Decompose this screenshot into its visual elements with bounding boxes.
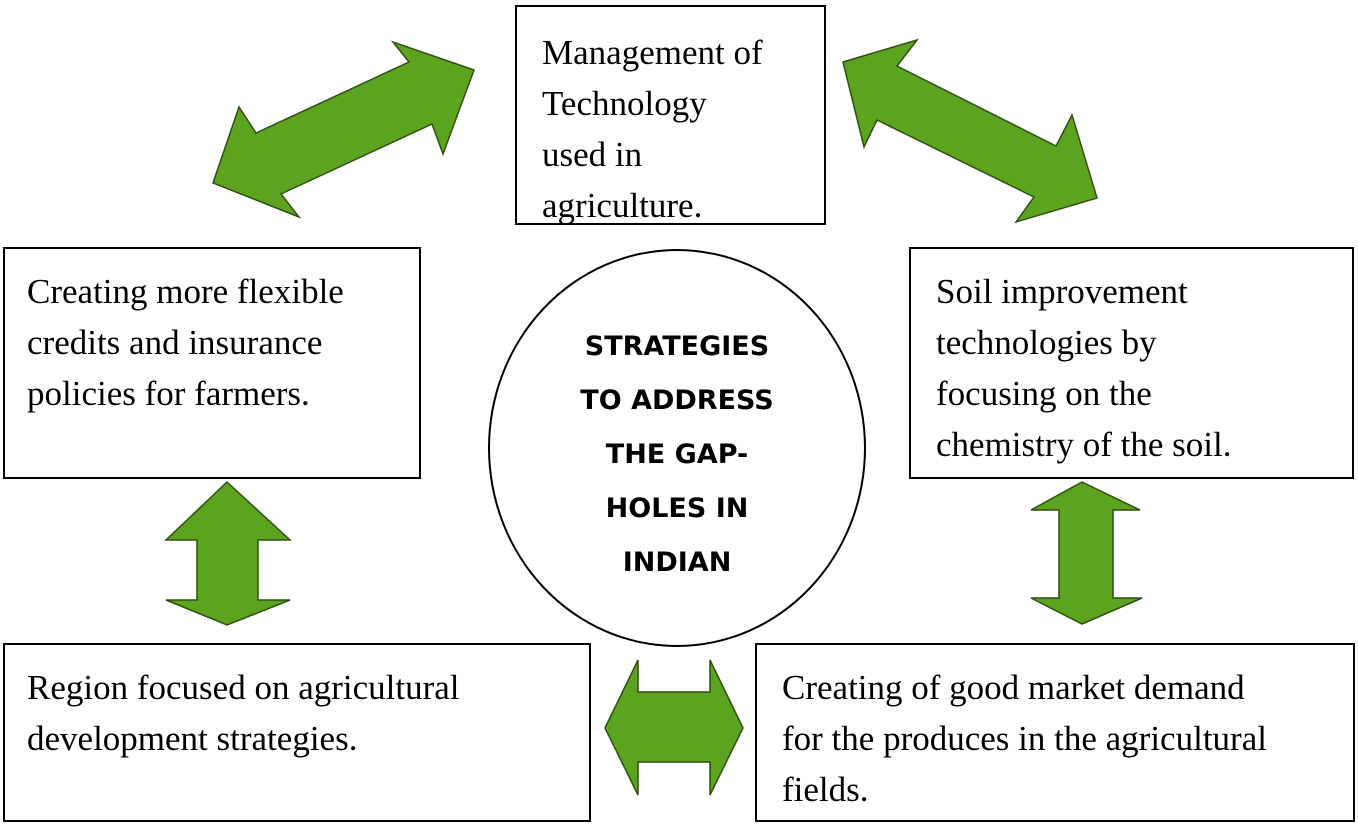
center-title-line: TO ADDRESS — [580, 385, 774, 416]
center-title-line: HOLES IN — [605, 493, 749, 524]
node-management-of-technology: Management of Technology used in agricul… — [515, 5, 826, 225]
node-region-focused-development: Region focused on agricultural developme… — [3, 643, 591, 822]
node-text-line: chemistry of the soil. — [936, 425, 1232, 464]
node-text-line: focusing on the — [936, 374, 1152, 413]
node-text-line: Region focused on agricultural — [27, 668, 460, 707]
center-title-line: THE GAP- — [605, 439, 749, 470]
node-text-line: Creating of good market demand — [782, 668, 1245, 707]
node-text-line: Technology — [542, 84, 707, 123]
double-arrow-top-left — [212, 40, 475, 219]
node-text-line: Soil improvement — [936, 272, 1188, 311]
double-arrow-top-right — [842, 38, 1098, 224]
node-text-line: fields. — [782, 770, 869, 809]
node-text-line: for the produces in the agricultural — [782, 719, 1267, 758]
node-text-line: Management of — [542, 33, 763, 72]
double-arrow-right-vertical — [1030, 481, 1143, 625]
node-text-line: used in — [542, 135, 643, 174]
node-soil-improvement: Soil improvement technologies by focusin… — [909, 247, 1354, 479]
node-text-line: technologies by — [936, 323, 1157, 362]
double-arrow-bottom-horizontal — [604, 659, 744, 796]
center-title-line: INDIAN — [622, 547, 732, 578]
double-arrow-left-vertical — [164, 480, 292, 626]
center-circle — [488, 249, 866, 647]
node-flexible-credits: Creating more flexible credits and insur… — [3, 247, 421, 479]
center-title-line: STRATEGIES — [584, 331, 770, 362]
node-text-line: agriculture. — [542, 186, 703, 225]
node-text-line: credits and insurance — [27, 323, 323, 362]
node-text-line: policies for farmers. — [27, 374, 310, 413]
node-market-demand: Creating of good market demand for the p… — [755, 643, 1355, 822]
node-text-line: development strategies. — [27, 719, 358, 758]
center-title: STRATEGIES TO ADDRESS THE GAP- HOLES IN … — [498, 320, 856, 590]
node-text-line: Creating more flexible — [27, 272, 344, 311]
